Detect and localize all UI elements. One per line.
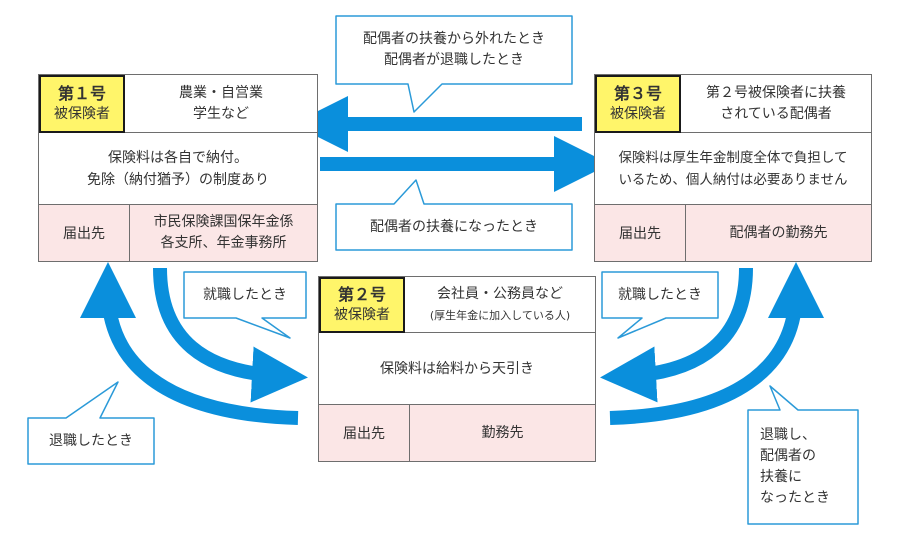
card3-header: 第３号 被保険者 第２号被保険者に扶養 されている配偶者	[595, 75, 871, 133]
arrow-card3-to-card2	[600, 267, 753, 403]
card3-submit-value: 配偶者の勤務先	[729, 224, 828, 241]
card1-badge: 第１号 被保険者	[39, 75, 125, 133]
card1-submit-value-line-2: 各支所、年金事務所	[160, 235, 287, 251]
card3-payment-line-1: 保険料は厚生年金制度全体で負担して	[618, 149, 848, 166]
card1-category-line-1: 農業・自営業	[179, 84, 263, 101]
callout-top: 配偶者の扶養から外れたとき 配偶者が退職したとき	[336, 16, 572, 84]
callout-right-retired-line-1: 退職し、	[760, 427, 816, 443]
callout-right-employed: 就職したとき	[618, 286, 702, 303]
card1-category-line-2: 学生など	[193, 105, 249, 122]
card2-badge-label: 被保険者	[334, 307, 390, 323]
card1-payment-line-1: 保険料は各自で納付。	[108, 149, 248, 166]
card-category-1: 第１号 被保険者 農業・自営業 学生など 保険料は各自で納付。 免除（納付猶予）…	[38, 74, 318, 262]
callout-middle-bubble	[335, 179, 573, 251]
card3-badge: 第３号 被保険者	[595, 75, 681, 133]
card1-payment-line-2: 免除（納付猶予）の制度あり	[87, 171, 269, 188]
card-category-2: 第２号 被保険者 会社員・公務員など (厚生年金に加入している人) 保険料は給料…	[318, 276, 596, 462]
card1-submit-value: 市民保険課国保年金係 各支所、年金事務所	[130, 205, 317, 261]
card3-category-line-1: 第２号被保険者に扶養	[706, 84, 846, 101]
card2-submit: 届出先 勤務先	[319, 405, 595, 461]
card1-header: 第１号 被保険者 農業・自営業 学生など	[39, 75, 317, 133]
card3-badge-number: 第３号	[613, 84, 662, 103]
callout-right-retired: 退職し、 配偶者の 扶養に なったとき	[748, 414, 858, 520]
callout-top-line-1: 配偶者の扶養から外れたとき	[363, 31, 545, 47]
card1-payment: 保険料は各自で納付。 免除（納付猶予）の制度あり	[39, 133, 317, 205]
card1-badge-label: 被保険者	[54, 106, 110, 122]
arrow-card2-to-card1	[80, 262, 299, 425]
card-category-3: 第３号 被保険者 第２号被保険者に扶養 されている配偶者 保険料は厚生年金制度全…	[594, 74, 872, 262]
arrow-card2-to-card3	[609, 262, 824, 425]
callout-middle: 配偶者の扶養になったとき	[370, 218, 538, 235]
callout-top-line-2: 配偶者が退職したとき	[384, 52, 524, 68]
card3-submit: 届出先 配偶者の勤務先	[595, 205, 871, 261]
callout-right-retired-line-2: 配偶者の	[760, 448, 816, 464]
card1-badge-number: 第１号	[57, 84, 106, 103]
callout-right-retired-line-3: 扶養に	[760, 469, 802, 485]
card1-submit-value-line-1: 市民保険課国保年金係	[153, 214, 294, 230]
callout-top-bubble	[335, 15, 573, 113]
card3-payment-line-2: いるため、個人納付は必要ありません	[618, 171, 848, 188]
card3-badge-label: 被保険者	[610, 106, 666, 122]
callout-left-retired: 退職したとき	[49, 432, 133, 449]
card2-submit-value: 勤務先	[481, 424, 524, 441]
card3-category-line-2: されている配偶者	[720, 105, 832, 122]
callout-left-employed: 就職したとき	[203, 286, 287, 303]
card3-submit-label: 届出先	[595, 205, 686, 261]
card2-payment: 保険料は給料から天引き	[319, 333, 595, 405]
callout-right-retired-bubble	[747, 385, 859, 525]
card1-submit: 届出先 市民保険課国保年金係 各支所、年金事務所	[39, 205, 317, 261]
card3-payment: 保険料は厚生年金制度全体で負担して いるため、個人納付は必要ありません	[595, 133, 871, 205]
card2-category-label: 会社員・公務員など	[437, 285, 563, 302]
callout-right-employed-bubble	[601, 271, 719, 339]
card2-badge-number: 第２号	[337, 285, 386, 304]
card2-category-note: (厚生年金に加入している人)	[429, 308, 571, 322]
arrow-card1-to-card2	[153, 267, 308, 403]
card2-submit-label: 届出先	[319, 405, 410, 461]
card1-submit-label: 届出先	[39, 205, 130, 261]
card2-badge: 第２号 被保険者	[319, 277, 405, 333]
card1-category: 農業・自営業 学生など	[125, 75, 317, 132]
card2-header: 第２号 被保険者 会社員・公務員など (厚生年金に加入している人)	[319, 277, 595, 333]
card3-category: 第２号被保険者に扶養 されている配偶者	[681, 75, 871, 132]
callout-right-retired-line-4: なったとき	[760, 490, 830, 506]
card2-category: 会社員・公務員など (厚生年金に加入している人)	[405, 277, 595, 332]
callout-left-employed-bubble	[183, 271, 307, 339]
callout-left-retired-bubble	[27, 381, 155, 465]
